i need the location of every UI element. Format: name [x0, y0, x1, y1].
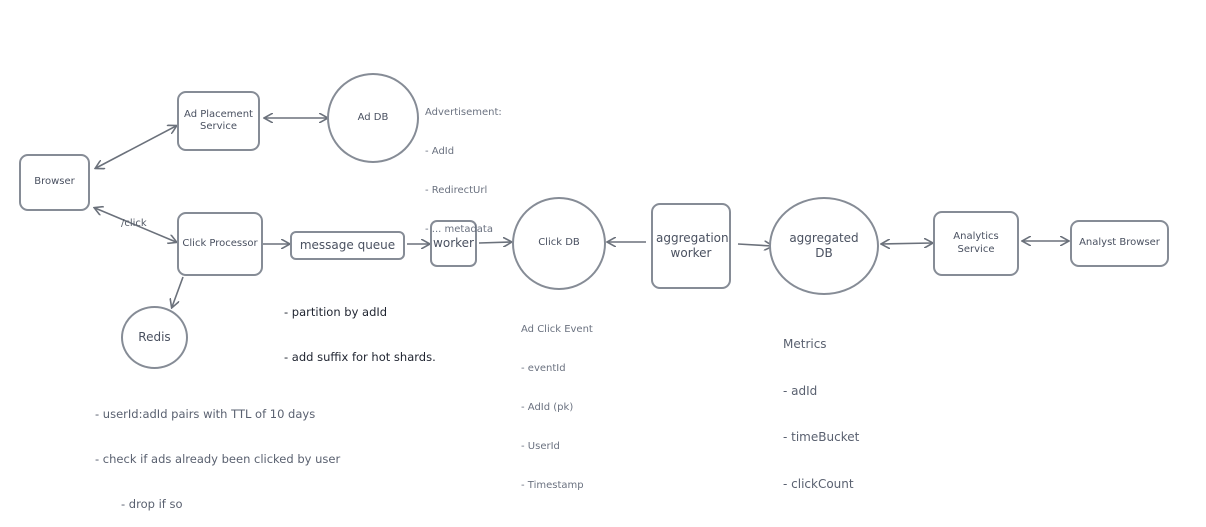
edge-aggworker-aggdb — [737, 244, 772, 246]
message-queue-node: message queue — [290, 231, 405, 260]
aggregation-worker-label: aggregation worker — [656, 231, 729, 260]
advertisement-note-line: - ... metadata — [425, 224, 493, 235]
ad-placement-service-label: Ad Placement Service — [184, 108, 253, 133]
queue-note-line: - partition by adId — [284, 305, 388, 319]
ad-db-node: Ad DB — [327, 73, 419, 163]
connector-layer — [0, 0, 1206, 468]
queue-note-line: - add suffix for hot shards. — [284, 350, 436, 364]
click-edge-label: /click — [121, 218, 147, 229]
advertisement-note: Advertisement: - AdId - RedirectUrl - ..… — [425, 80, 502, 249]
metrics-note-line: - timeBucket — [783, 430, 860, 444]
click-event-note-line: - eventId — [521, 363, 566, 374]
ad-db-label: Ad DB — [357, 111, 389, 123]
ad-placement-service-node: Ad Placement Service — [177, 91, 260, 151]
queue-note: - partition by adId - add suffix for hot… — [284, 275, 436, 380]
metrics-note-line: - clickCount — [783, 476, 854, 491]
redis-label: Redis — [138, 330, 171, 344]
worker-node: worker — [430, 220, 477, 267]
browser-label: Browser — [34, 176, 75, 188]
click-event-note-title: Ad Click Event — [521, 324, 593, 335]
analytics-service-node: Analytics Service — [933, 211, 1019, 276]
click-event-note-line: - Timestamp — [521, 480, 584, 491]
analyst-browser-label: Analyst Browser — [1079, 237, 1160, 249]
click-processor-node: Click Processor — [177, 212, 263, 276]
click-db-node: Click DB — [512, 197, 606, 290]
redis-node: Redis — [121, 306, 188, 369]
edge-browser-adplacement — [96, 126, 176, 168]
analyst-browser-node: Analyst Browser — [1070, 220, 1169, 267]
click-db-label: Click DB — [538, 237, 580, 249]
edge-worker-clickdb — [478, 242, 511, 243]
metrics-note-line: - adId — [783, 383, 818, 398]
aggregation-worker-node: aggregation worker — [651, 203, 731, 289]
edge-browser-clickprocessor — [95, 208, 176, 242]
edge-clickprocessor-redis — [172, 276, 184, 307]
metrics-note: Metrics - adId - timeBucket - clickCount — [783, 306, 859, 508]
message-queue-label: message queue — [299, 238, 396, 252]
advertisement-note-title: Advertisement: — [425, 107, 502, 118]
edge-aggdb-analytics — [882, 243, 932, 244]
aggregated-db-node: aggregated DB — [769, 197, 879, 295]
advertisement-note-line: - RedirectUrl — [425, 185, 488, 196]
click-processor-label: Click Processor — [182, 237, 258, 249]
click-event-note-line: - UserId — [521, 441, 560, 452]
analytics-service-label: Analytics Service — [953, 231, 999, 255]
browser-node: Browser — [19, 154, 90, 211]
redis-note-line: - check if ads already been clicked by u… — [95, 452, 341, 466]
redis-note-subline: - drop if so — [121, 497, 183, 511]
redis-note: - userId:adId pairs with TTL of 10 days … — [95, 377, 340, 527]
worker-label: worker — [433, 236, 474, 250]
click-event-note-line: - AdId (pk) — [521, 402, 574, 413]
aggregated-db-label: aggregated DB — [789, 231, 859, 260]
metrics-note-title: Metrics — [783, 337, 827, 351]
redis-note-line: - userId:adId pairs with TTL of 10 days — [95, 407, 316, 421]
click-event-note: Ad Click Event - eventId - AdId (pk) - U… — [521, 297, 593, 505]
advertisement-note-line: - AdId — [425, 146, 455, 157]
